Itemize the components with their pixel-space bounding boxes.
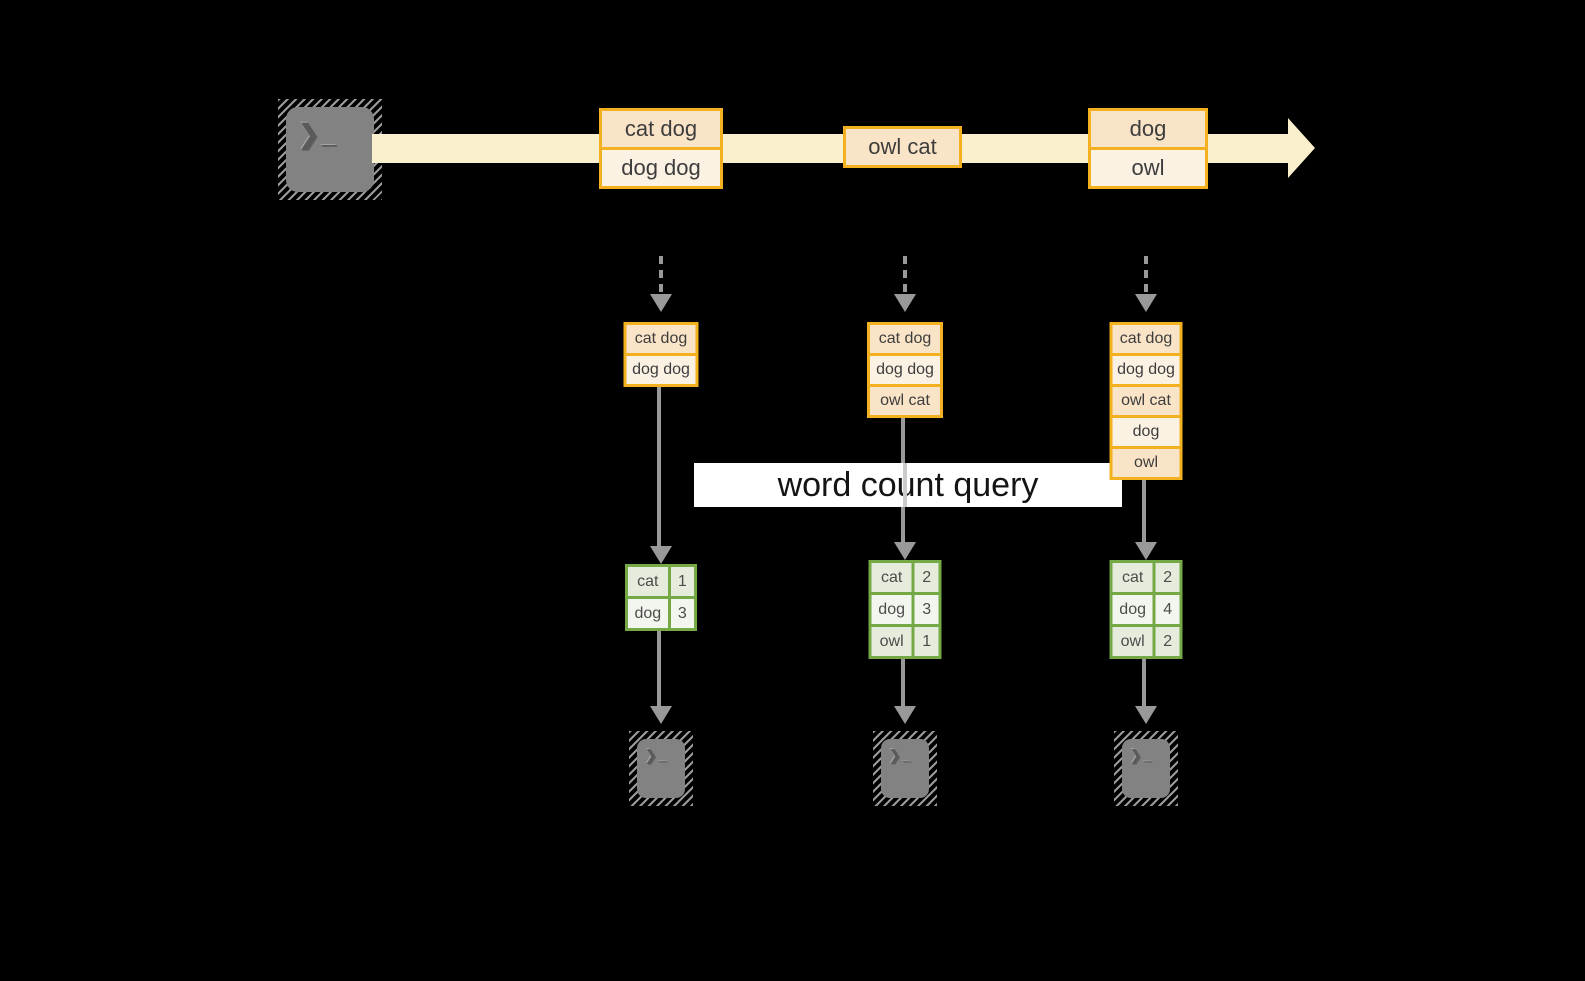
stream-event-box-1: cat dog dog dog [599, 108, 723, 189]
count-word-cell: cat [871, 563, 912, 592]
stream-event-row: owl cat [846, 129, 959, 165]
count-table-row: cat 2 [1112, 563, 1180, 592]
arrowhead-down-icon [894, 706, 916, 724]
terminal-screen: ❯_ [637, 739, 685, 798]
arrowhead-down-icon [650, 546, 672, 564]
count-value-cell: 2 [1155, 563, 1180, 592]
arrowhead-down-icon [894, 542, 916, 560]
connector-line [1142, 478, 1146, 542]
count-table-row: owl 2 [1112, 627, 1180, 656]
count-table-3: cat 2 dog 4 owl 2 [1109, 560, 1183, 659]
count-word-cell: dog [871, 595, 912, 624]
count-value-cell: 3 [670, 599, 694, 628]
count-word-cell: cat [628, 567, 668, 596]
arrowhead-down-icon [894, 294, 916, 312]
count-value-cell: 2 [914, 563, 939, 592]
arrowhead-down-icon [650, 706, 672, 724]
count-word-cell: dog [628, 599, 668, 628]
terminal-screen: ❯_ [286, 107, 374, 192]
count-word-cell: cat [1112, 563, 1153, 592]
window-buffer-row: dog [1112, 418, 1180, 446]
arrowhead-down-icon [1135, 542, 1157, 560]
window-buffer-row: cat dog [870, 325, 940, 353]
output-terminal-icon: ❯_ [629, 731, 693, 806]
count-value-cell: 4 [1155, 595, 1180, 624]
source-terminal-icon: ❯_ [278, 99, 382, 200]
arrowhead-down-icon [1135, 706, 1157, 724]
stream-arrowhead-icon [1288, 118, 1315, 178]
connector-line-over-banner [903, 463, 907, 507]
window-dashed-arrow [1144, 256, 1148, 292]
window-buffer-row: dog dog [1112, 356, 1180, 384]
terminal-screen: ❯_ [881, 739, 929, 798]
stream-event-row: dog dog [602, 150, 720, 186]
count-value-cell: 2 [1155, 627, 1180, 656]
terminal-prompt-icon: ❯_ [1130, 747, 1154, 763]
count-word-cell: owl [1112, 627, 1153, 656]
window-dashed-arrow [903, 256, 907, 292]
arrowhead-down-icon [650, 294, 672, 312]
terminal-prompt-icon: ❯_ [889, 747, 913, 763]
count-table-row: dog 3 [871, 595, 939, 624]
window-buffer-3: cat dog dog dog owl cat dog owl [1109, 322, 1183, 480]
window-buffer-row: dog dog [626, 356, 696, 384]
stream-event-row: owl [1091, 150, 1205, 186]
query-banner-label: word count query [777, 465, 1039, 504]
count-value-cell: 1 [914, 627, 939, 656]
terminal-screen: ❯_ [1122, 739, 1170, 798]
window-buffer-row: owl [1112, 449, 1180, 477]
connector-line [901, 658, 905, 706]
count-table-row: cat 2 [871, 563, 939, 592]
count-value-cell: 1 [670, 567, 694, 596]
window-buffer-1: cat dog dog dog [623, 322, 699, 387]
window-buffer-row: cat dog [626, 325, 696, 353]
stream-event-row: cat dog [602, 111, 720, 147]
stream-event-box-2: owl cat [843, 126, 962, 168]
window-buffer-2: cat dog dog dog owl cat [867, 322, 943, 418]
output-terminal-icon: ❯_ [873, 731, 937, 806]
terminal-prompt-icon: ❯_ [645, 747, 669, 763]
stream-event-box-3: dog owl [1088, 108, 1208, 189]
window-buffer-row: owl cat [1112, 387, 1180, 415]
count-table-1: cat 1 dog 3 [625, 564, 697, 631]
window-dashed-arrow [659, 256, 663, 292]
count-table-row: dog 4 [1112, 595, 1180, 624]
terminal-prompt-icon: ❯_ [298, 119, 339, 149]
count-table-2: cat 2 dog 3 owl 1 [868, 560, 942, 659]
count-word-cell: owl [871, 627, 912, 656]
count-table-row: owl 1 [871, 627, 939, 656]
stream-event-row: dog [1091, 111, 1205, 147]
count-table-row: dog 3 [628, 599, 694, 628]
count-word-cell: dog [1112, 595, 1153, 624]
connector-line [1142, 658, 1146, 706]
window-buffer-row: cat dog [1112, 325, 1180, 353]
count-table-row: cat 1 [628, 567, 694, 596]
count-value-cell: 3 [914, 595, 939, 624]
output-terminal-icon: ❯_ [1114, 731, 1178, 806]
arrowhead-down-icon [1135, 294, 1157, 312]
query-banner: word count query [694, 463, 1122, 507]
window-buffer-row: dog dog [870, 356, 940, 384]
connector-line [657, 631, 661, 706]
connector-line [657, 386, 661, 546]
window-buffer-row: owl cat [870, 387, 940, 415]
